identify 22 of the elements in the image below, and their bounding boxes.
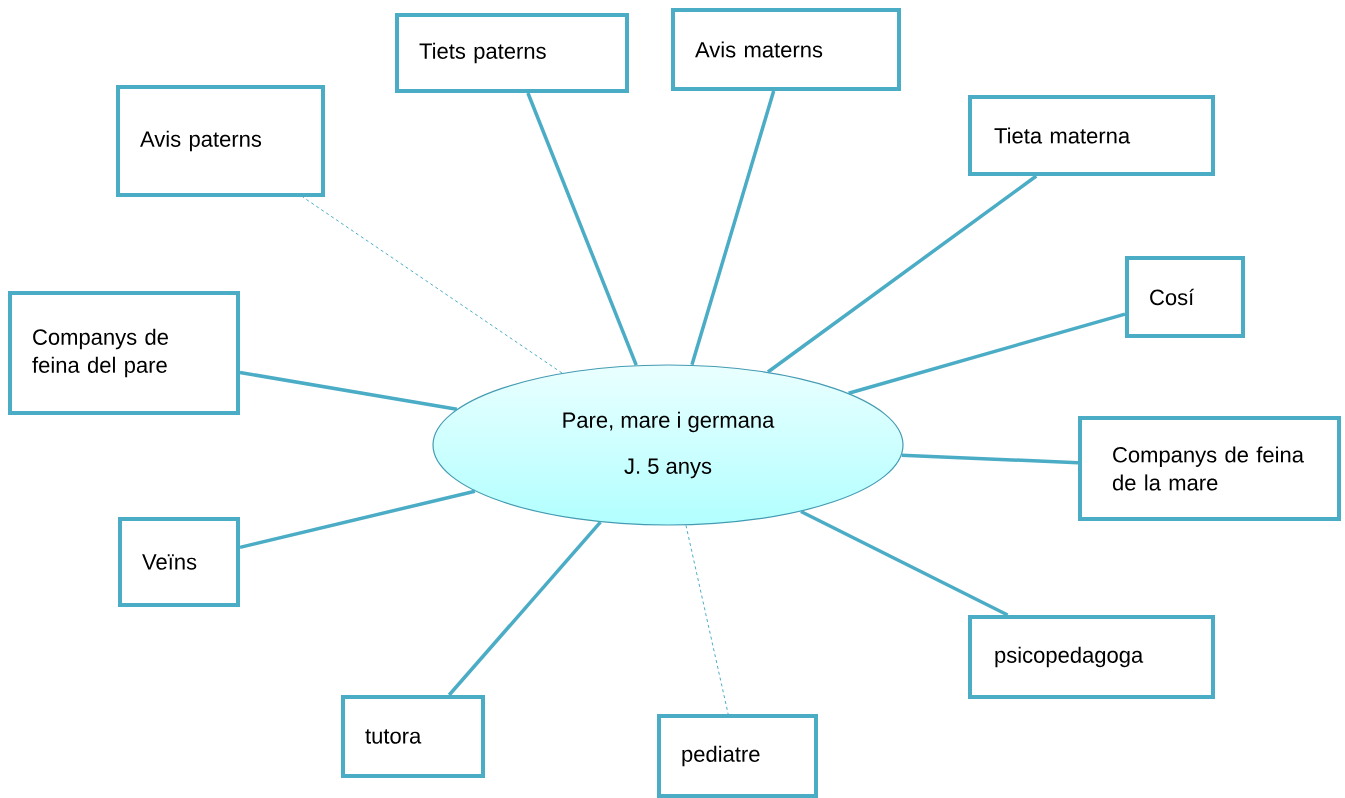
label-box: Veïns	[118, 517, 240, 607]
label-box: psicopedagoga	[968, 615, 1215, 699]
connector-line	[800, 509, 1009, 617]
connector-line	[447, 521, 602, 697]
connector-line	[302, 196, 563, 374]
connector-line	[690, 90, 776, 366]
connector-line	[766, 174, 1038, 374]
label-box: Cosí	[1125, 256, 1245, 338]
connector-line	[685, 524, 729, 715]
label-box: Avis paterns	[116, 85, 325, 197]
connector-line	[239, 489, 476, 550]
label-box: tutora	[341, 695, 485, 778]
label-box: Tiets paterns	[395, 13, 629, 93]
label-box: Companys de feina del pare	[8, 291, 240, 415]
label-box: Companys de feina de la mare	[1078, 416, 1341, 521]
connector-line	[526, 92, 638, 366]
connector-line	[901, 453, 1079, 465]
connector-line	[848, 312, 1126, 395]
label-box: Tieta materna	[968, 95, 1215, 176]
label-box: Avis materns	[671, 8, 901, 91]
connector-line	[239, 370, 458, 411]
label-box: pediatre	[657, 714, 818, 798]
